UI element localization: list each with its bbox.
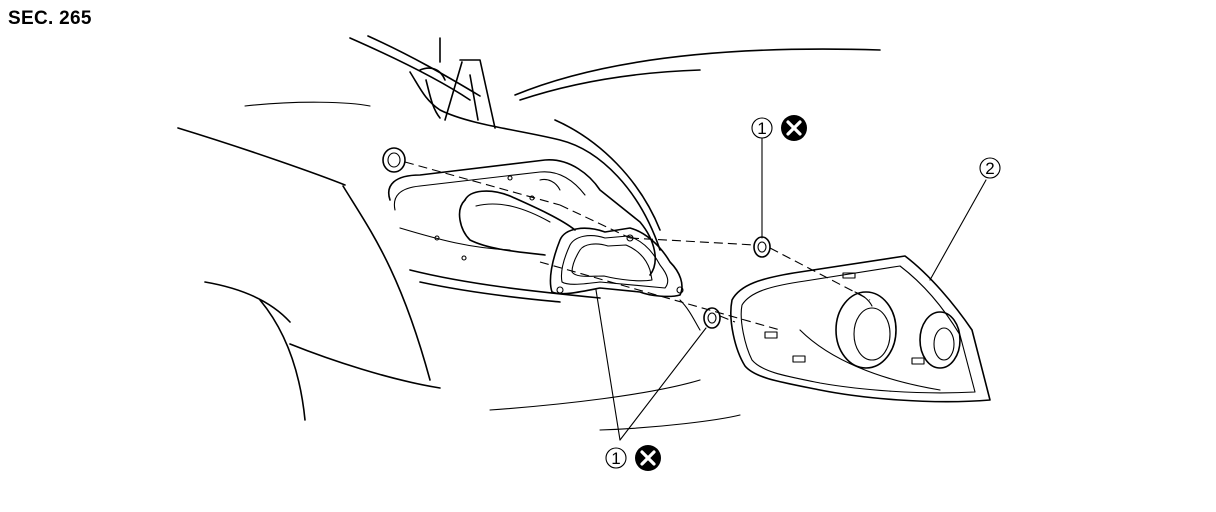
callout-2: 2 [979, 157, 1001, 179]
x-circle-icon [635, 445, 661, 471]
callout-number: 1 [757, 119, 766, 138]
lamp-recess [388, 159, 656, 276]
section-title: SEC. 265 [8, 8, 92, 29]
vehicle-body [177, 35, 881, 431]
callout-1-upper: 1 [751, 115, 807, 141]
gasket [549, 227, 684, 298]
callout-number: 1 [611, 449, 620, 468]
rear-combination-lamp [730, 255, 991, 403]
x-circle-icon [781, 115, 807, 141]
clip-middle [753, 236, 771, 258]
clip-left [382, 147, 406, 173]
assembly-guide-lines [404, 161, 871, 331]
leader-lines [595, 137, 987, 441]
callout-number: 2 [985, 159, 994, 178]
clip-lower [703, 307, 721, 329]
callout-1-lower: 1 [605, 445, 661, 471]
